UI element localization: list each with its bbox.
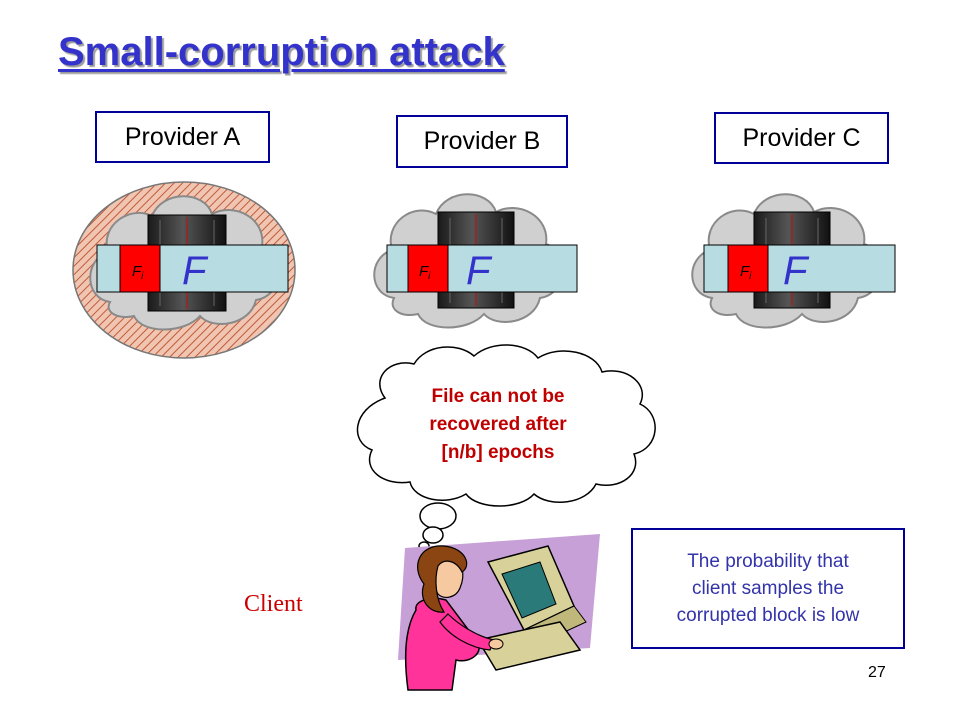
file-label: F — [182, 249, 209, 293]
file-label: F — [466, 249, 493, 293]
file-bar-b: Fi F — [386, 244, 578, 293]
file-label: F — [783, 249, 810, 293]
file-bar-a: Fi F — [96, 244, 289, 293]
block-fi — [727, 244, 769, 293]
note-line: client samples the — [691, 578, 845, 599]
thought-line: [n/b] epochs — [441, 442, 555, 463]
file-bar-c: Fi F — [703, 244, 896, 293]
provider-b-label: Provider B — [396, 115, 568, 168]
provider-c-label: Provider C — [714, 112, 889, 164]
block-label: Fi — [419, 263, 431, 282]
slide-title: Small-corruption attack — [58, 30, 505, 74]
note-line: The probability that — [687, 551, 849, 572]
page-number: 27 — [868, 664, 886, 681]
probability-note: The probability that client samples the … — [631, 528, 905, 649]
provider-a-label: Provider A — [95, 111, 270, 163]
block-label: Fi — [740, 263, 752, 282]
corrupted-block — [119, 244, 161, 293]
block-fi — [407, 244, 449, 293]
client-computer-illustration — [398, 534, 600, 691]
thought-line: recovered after — [429, 414, 567, 435]
block-label: Fi — [132, 263, 144, 282]
thought-line: File can not be — [431, 386, 565, 407]
thought-bubble — [356, 344, 656, 551]
thought-text: File can not be recovered after [n/b] ep… — [385, 383, 611, 467]
note-line: corrupted block is low — [676, 605, 860, 626]
client-label: Client — [244, 591, 303, 617]
